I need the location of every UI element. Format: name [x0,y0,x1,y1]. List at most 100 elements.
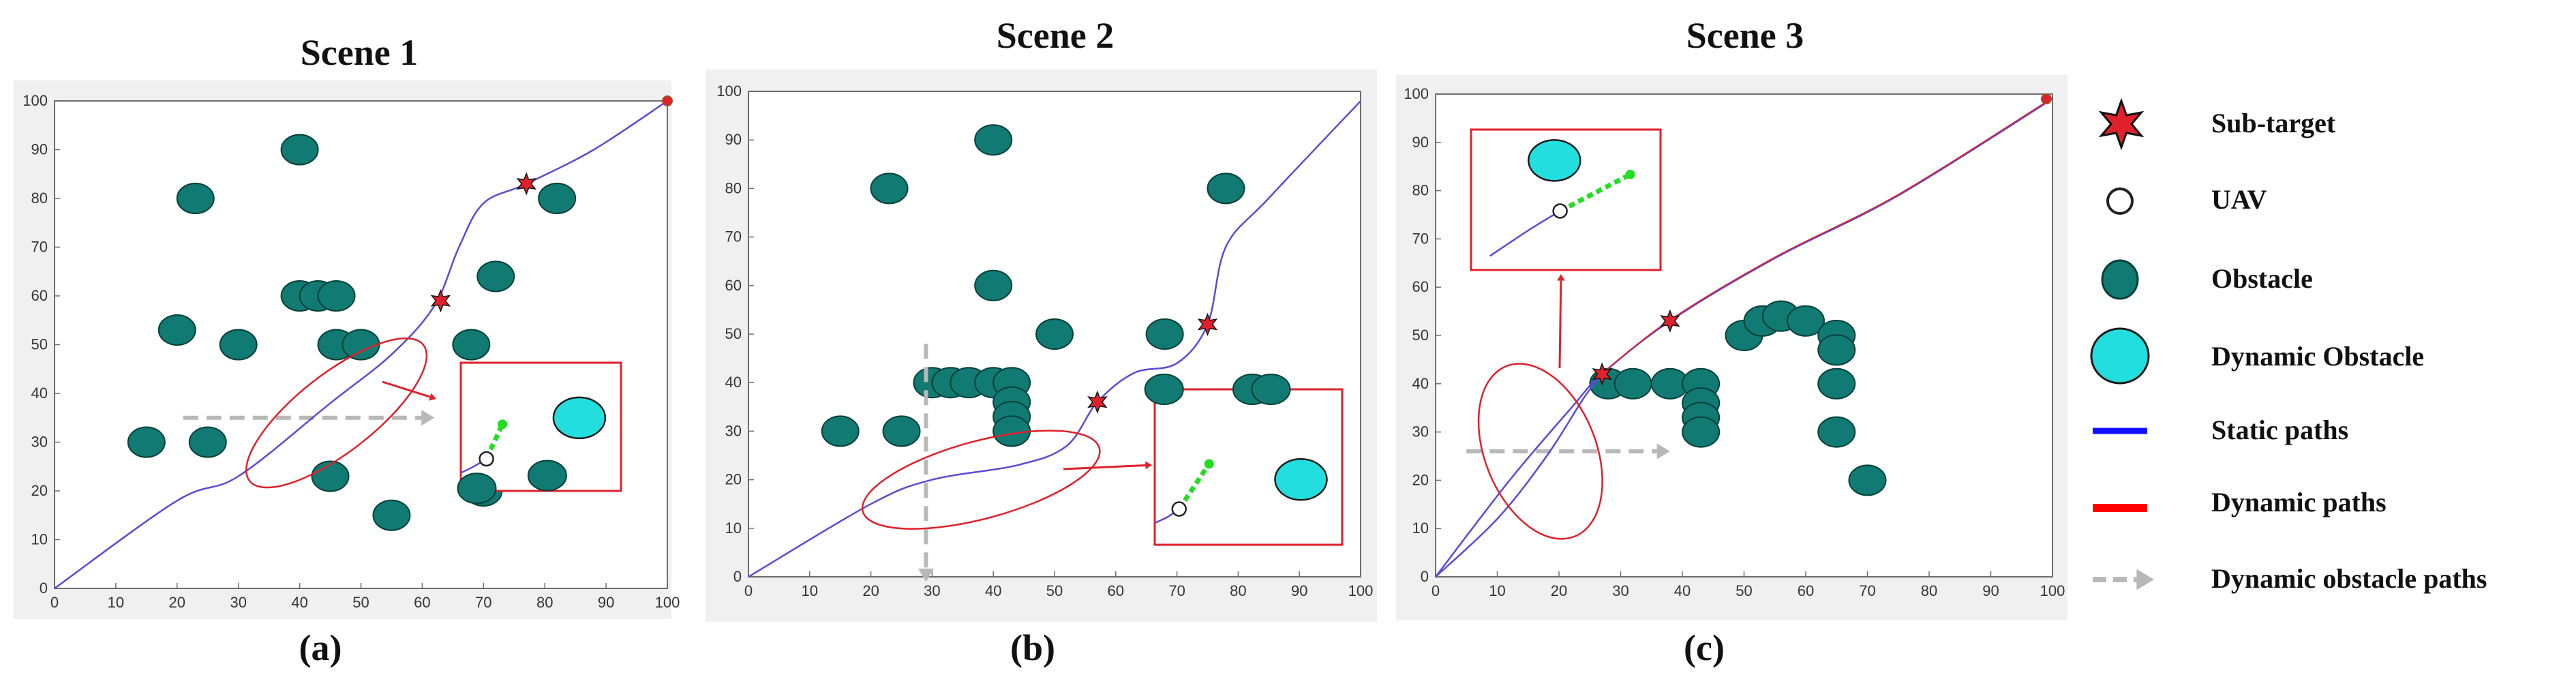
x-tick-label: 50 [352,594,369,611]
highlight-ellipse [1477,363,1603,540]
inset-link-arrow-shaft [1558,280,1562,369]
obstacle [1787,305,1825,337]
x-tick-label: 30 [924,582,940,599]
panel-a-inset [457,361,622,505]
x-tick-label: 80 [536,594,553,611]
dynamic-obstacle-path-head [1656,443,1670,460]
x-tick-label: 100 [2040,582,2065,599]
panel-b-marks [748,100,1361,582]
x-tick-label: 30 [1612,582,1628,599]
obstacle [452,329,491,361]
y-tick-label: 0 [1421,568,1429,585]
inset-local-motion [1177,462,1211,511]
inset-uav [479,451,494,467]
obstacle [974,124,1013,156]
y-tick-label: 70 [31,239,48,256]
inset-dynamic-obstacle [1528,139,1581,182]
inset-obstacle [457,472,497,505]
x-tick-label: 10 [1489,582,1505,599]
y-tick-label: 90 [31,141,48,158]
legend-item-uav: UAV [2106,184,2267,215]
legend: Sub-target UAV Obstacle Dynamic Obstacle… [2090,97,2487,594]
x-tick-label: 20 [169,594,185,611]
x-tick-label: 20 [862,582,879,599]
dynamic-obstacle-path-head [918,568,934,582]
x-tick-label: 60 [414,594,430,611]
y-tick-label: 50 [31,336,48,353]
subtarget-star [1592,362,1613,386]
legend-item-dynamic-path: Dynamic paths [2093,487,2386,518]
obstacle [538,183,577,214]
obstacle [1682,416,1721,448]
x-tick-label: 20 [1551,582,1567,599]
y-tick-label: 40 [725,374,742,391]
y-tick-label: 20 [31,482,48,499]
x-tick-label: 70 [475,594,491,611]
obstacle [280,134,319,166]
x-tick-label: 90 [1982,582,1999,599]
legend-item-dynamic-obstacle-path: Dynamic obstacle paths [2093,563,2487,594]
y-tick-label: 90 [1412,134,1429,151]
panel-c-inset [1470,128,1662,271]
inset-uav [1552,203,1568,219]
inset-local-motion-tip [1625,169,1635,179]
x-tick-label: 60 [1108,582,1124,599]
legend-item-obstacle: Obstacle [2101,259,2313,300]
static-path [748,100,1361,578]
y-tick-label: 50 [725,325,742,342]
inset-local-motion-tip [1204,459,1214,469]
highlight-ellipse [245,338,428,489]
y-tick-label: 80 [31,190,48,207]
legend-label-dynamic-obstacle: Dynamic Obstacle [2211,341,2424,372]
y-tick-label: 0 [733,568,742,585]
y-tick-label: 60 [31,287,48,304]
inset-obstacle [1144,374,1184,405]
panel-a-title: Scene 1 [301,32,418,73]
obstacle [188,426,227,458]
y-tick-label: 10 [31,531,48,548]
obstacle [219,329,258,361]
panel-b-caption: (b) [1010,627,1055,668]
obstacle [372,499,411,531]
y-tick-label: 30 [1412,423,1429,440]
inset-link-arrow-shaft [382,380,431,398]
panel-a-caption: (a) [299,627,342,668]
legend-dynamic-obstacle-icon [2090,327,2150,385]
obstacle [974,269,1013,301]
inset-local-motion [484,423,505,460]
y-tick-label: 60 [1412,278,1429,295]
obstacle [311,460,350,492]
panel-b-title: Scene 2 [997,15,1114,56]
obstacle [1817,368,1856,400]
x-tick-label: 90 [1291,582,1307,599]
inset-path [1489,210,1561,257]
dynamic-obstacle-path-head [421,410,435,426]
x-tick-label: 0 [50,594,59,611]
panel-b-inset [1144,374,1344,546]
subtarget-star [516,172,536,196]
y-tick-label: 40 [31,385,48,402]
subtarget-star [1087,390,1108,414]
x-tick-label: 40 [291,594,307,611]
y-tick-label: 20 [1412,471,1429,488]
x-tick-label: 40 [1674,582,1691,599]
end-marker [2040,93,2052,105]
panel-c-title: Scene 3 [1686,15,1804,56]
x-tick-label: 50 [1046,582,1063,599]
x-tick-label: 0 [1431,582,1440,599]
obstacle [476,260,515,292]
y-tick-label: 50 [1412,327,1429,344]
y-tick-label: 90 [725,131,742,148]
legend-label-uav: UAV [2211,184,2267,215]
x-tick-label: 10 [108,594,124,611]
subtarget-star [1660,309,1680,333]
obstacle [1817,334,1856,366]
inset-obstacle [527,460,567,492]
obstacle [1207,172,1245,205]
